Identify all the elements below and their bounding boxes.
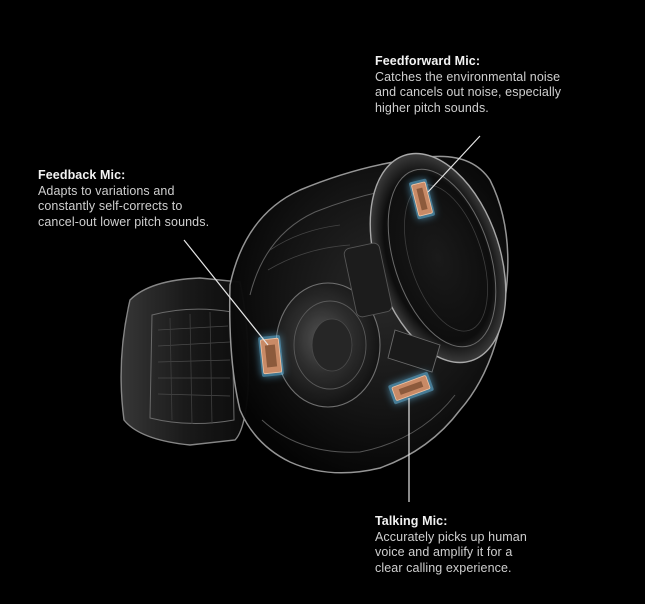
callout-title: Feedback Mic: bbox=[38, 168, 126, 182]
callout-title: Feedforward Mic: bbox=[375, 54, 481, 68]
callout-text-line: Catches the environmental noise bbox=[375, 69, 561, 84]
feedback-leader-line bbox=[183, 239, 269, 346]
callout-text-line: voice and amplify it for a bbox=[375, 545, 513, 559]
callout-text-line: Accurately picks up human bbox=[375, 529, 527, 544]
callout-text-line: cancel-out lower pitch sounds. bbox=[38, 214, 210, 229]
talking-mic-callout: Talking Mic: Accurately picks up human v… bbox=[375, 514, 527, 576]
internal-driver bbox=[275, 242, 441, 408]
callout-text-line: and cancels out noise, especially bbox=[375, 85, 562, 99]
feedforward-mic-callout: Feedforward Mic: Catches the environment… bbox=[375, 54, 561, 116]
feedback-mic-icon bbox=[258, 335, 284, 377]
feedforward-leader-line bbox=[427, 135, 481, 193]
callout-title: Talking Mic: bbox=[375, 514, 448, 528]
ear-tip bbox=[120, 277, 250, 446]
feedback-mic-callout: Feedback Mic: Adapts to variations and c… bbox=[38, 168, 209, 230]
callout-text-line: clear calling experience. bbox=[375, 560, 512, 575]
callout-text-line: Adapts to variations and bbox=[38, 183, 175, 198]
callout-text-line: higher pitch sounds. bbox=[375, 100, 489, 115]
callout-text-line: constantly self-corrects to bbox=[38, 199, 183, 213]
feedforward-mic-icon bbox=[409, 178, 435, 220]
talking-mic-icon bbox=[388, 371, 434, 405]
